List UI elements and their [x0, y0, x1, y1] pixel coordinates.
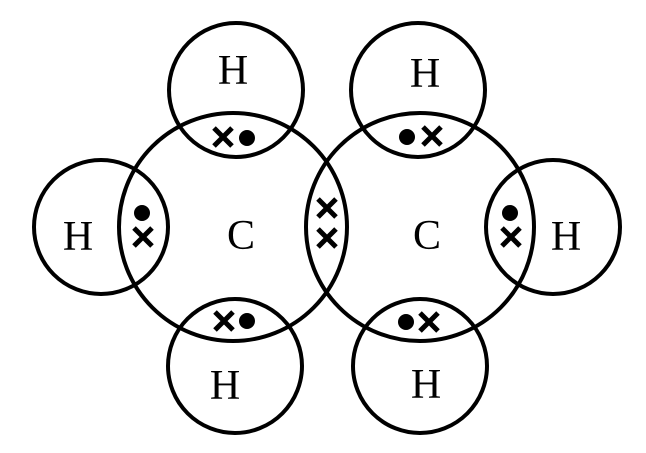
electron-dot — [399, 129, 415, 145]
hydrogen-top-left-label: H — [218, 48, 248, 94]
hydrogen-bottom-left-label: H — [210, 363, 240, 409]
electron-dot — [502, 205, 518, 221]
carbon-left-shell-circle — [117, 111, 349, 343]
electron-cross — [421, 125, 443, 147]
electron-cross — [132, 226, 154, 248]
electron-dot — [239, 130, 255, 146]
electron-dot — [134, 205, 150, 221]
hydrogen-left-shell-circle — [32, 158, 170, 296]
electron-cross — [316, 197, 338, 219]
electron-cross — [213, 310, 235, 332]
hydrogen-top-right-shell-circle — [349, 21, 487, 159]
carbon-left-label: C — [227, 213, 255, 259]
hydrogen-top-left-shell-circle — [167, 21, 305, 159]
hydrogen-bottom-left-shell-circle — [166, 297, 304, 435]
hydrogen-bottom-right-shell-circle — [351, 297, 489, 435]
carbon-right-label: C — [413, 213, 441, 259]
electron-dot — [239, 313, 255, 329]
hydrogen-left-label: H — [63, 214, 93, 260]
electron-cross — [316, 227, 338, 249]
hydrogen-right-label: H — [551, 214, 581, 260]
electron-cross — [212, 126, 234, 148]
carbon-right-shell-circle — [304, 111, 536, 343]
electron-cross — [418, 311, 440, 333]
hydrogen-right-shell-circle — [484, 158, 622, 296]
hydrogen-top-right-label: H — [410, 51, 440, 97]
hydrogen-bottom-right-label: H — [411, 362, 441, 408]
electron-cross — [500, 226, 522, 248]
electron-dot — [398, 314, 414, 330]
